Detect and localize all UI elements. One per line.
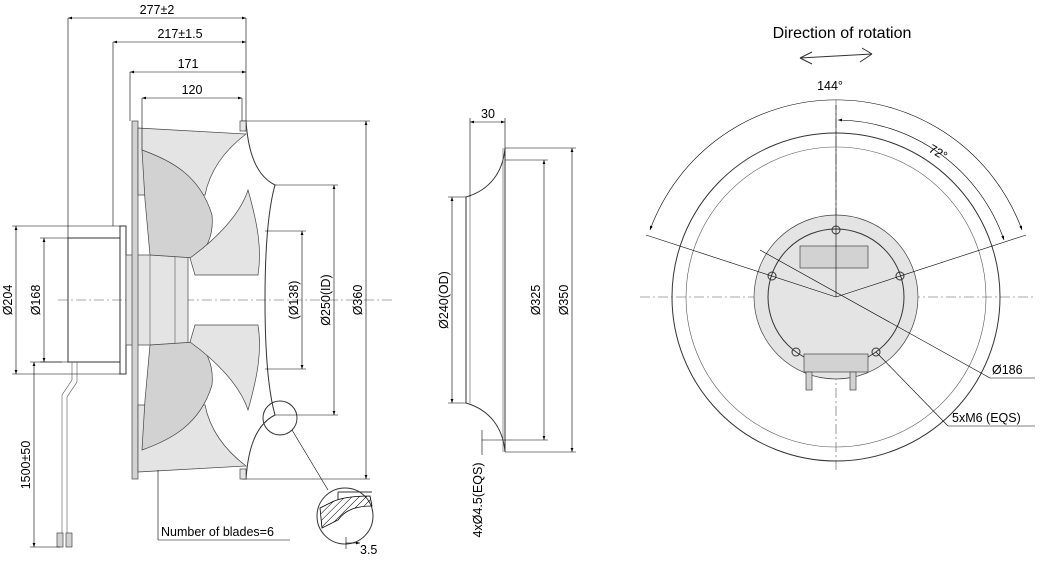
dim-inlet-depth: 30 xyxy=(481,107,495,121)
rotation-arrow-icon xyxy=(799,47,873,65)
impeller-backplate xyxy=(131,120,139,480)
cable-1 xyxy=(61,362,73,535)
dim-outer-dia: Ø360 xyxy=(351,285,365,316)
dim-inlet-od: Ø240(OD) xyxy=(437,271,451,329)
dim-threads: 5xM6 (EQS) xyxy=(952,411,1021,425)
detail-circle xyxy=(262,400,298,436)
impeller-shroud xyxy=(242,120,276,480)
dim-bolt-circle: Ø186 xyxy=(992,363,1023,377)
front-view: Direction of rotation 144° 72° Ø186 xyxy=(640,25,1035,470)
inlet-ring-view: 30 Ø240(OD) Ø325 Ø350 4xØ4.5(EQS) xyxy=(437,107,576,538)
dim-detail: 3.5 xyxy=(360,543,377,557)
dim-inlet-325: Ø325 xyxy=(529,285,543,316)
inlet-ring-profile xyxy=(465,147,506,453)
dim-inner-dia: (Ø138) xyxy=(287,281,301,320)
rotation-label: Direction of rotation xyxy=(773,25,912,42)
mount-hole-5 xyxy=(767,271,777,281)
detail-hatched-section xyxy=(319,495,373,529)
mount-hole-2 xyxy=(895,271,905,281)
blade-lower-3 xyxy=(189,324,260,412)
angle-144: 144° xyxy=(817,79,843,93)
terminal-box xyxy=(803,353,869,373)
label-plate xyxy=(799,245,869,269)
detail-view-circle xyxy=(316,487,374,545)
blade-count-note: Number of blades=6 xyxy=(161,525,274,539)
blade-upper-3 xyxy=(189,188,260,276)
dim-motor-dia: Ø204 xyxy=(1,285,15,316)
dim-inlet-holes: 4xØ4.5(EQS) xyxy=(471,462,485,537)
side-view: 277±2 217±1.5 171 120 Ø204 Ø168 1500±50 … xyxy=(1,3,392,557)
dim-length-3: 171 xyxy=(178,57,199,71)
mount-hole-4 xyxy=(791,347,801,357)
dim-hub-dia: Ø168 xyxy=(29,285,43,316)
dim-length-2: 217±1.5 xyxy=(157,27,202,41)
mount-hole-3 xyxy=(871,347,881,357)
dim-inlet-350: Ø350 xyxy=(557,285,571,316)
dim-cable-length: 1500±50 xyxy=(19,441,33,490)
dim-length-4: 120 xyxy=(182,83,203,97)
dim-overall-length: 277±2 xyxy=(140,3,175,17)
cable-2 xyxy=(66,362,78,535)
dim-inlet-id: Ø250(ID) xyxy=(319,274,333,325)
angle-72: 72° xyxy=(926,142,949,164)
